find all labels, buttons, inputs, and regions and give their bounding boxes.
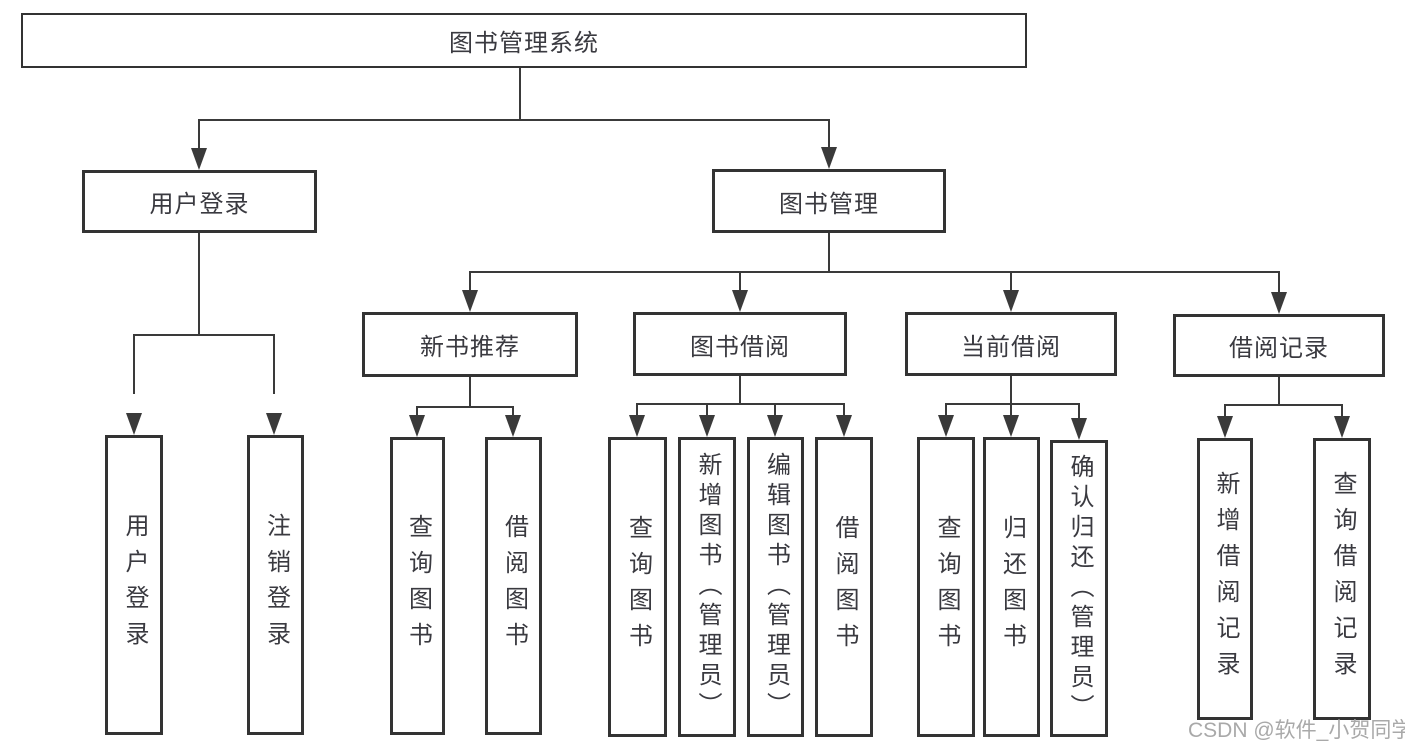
connector-arrow-shaft bbox=[1078, 403, 1080, 419]
connector-arrow-shaft bbox=[1341, 404, 1343, 418]
arrowhead-to-leaf-logout bbox=[266, 413, 282, 435]
arrowhead-to-edit-books-admin bbox=[767, 415, 783, 437]
node-new-book-recommend: 新书推荐 bbox=[362, 312, 578, 377]
arrowhead-to-current-borrow bbox=[1003, 290, 1019, 312]
arrowhead-to-book-borrow bbox=[732, 290, 748, 312]
node-book-borrow: 图书借阅 bbox=[633, 312, 847, 376]
connector-arrow-shaft bbox=[1010, 271, 1012, 291]
connector-book-management-stem bbox=[828, 233, 830, 272]
leaf-borrow-books-recommend: 借阅图书 bbox=[485, 437, 542, 735]
arrowhead-to-new-book-recommend bbox=[462, 290, 478, 312]
leaf-query-books-recommend: 查询图书 bbox=[390, 437, 445, 735]
connector-current-borrow-bus bbox=[945, 403, 1079, 405]
arrowhead-to-borrow-books bbox=[836, 415, 852, 437]
connector-arrow-shaft bbox=[416, 406, 418, 416]
arrowhead-to-borrow-books-recommend bbox=[505, 415, 521, 437]
arrowhead-to-query-borrow-record bbox=[1334, 416, 1350, 438]
connector-root-bus bbox=[199, 119, 830, 121]
arrowhead-to-query-books-recommend bbox=[409, 415, 425, 437]
leaf-borrow-books: 借阅图书 bbox=[815, 437, 873, 737]
leaf-confirm-return-admin: 确认归还（管理员） bbox=[1050, 440, 1108, 737]
leaf-query-borrow-record: 查询借阅记录 bbox=[1313, 438, 1371, 720]
connector-borrow-records-bus bbox=[1224, 404, 1342, 406]
node-book-management: 图书管理 bbox=[712, 169, 946, 233]
connector-arrow-shaft bbox=[469, 271, 471, 291]
connector-arrow-shaft bbox=[1010, 403, 1012, 416]
arrowhead-to-user-login bbox=[191, 148, 207, 170]
leaf-query-books-borrow: 查询图书 bbox=[608, 437, 667, 737]
connector-arrow-shaft bbox=[198, 119, 200, 151]
connector-arrow-shaft bbox=[828, 119, 830, 150]
leaf-return-books: 归还图书 bbox=[983, 437, 1040, 737]
leaf-user-login: 用户登录 bbox=[105, 435, 163, 735]
connector-arrow-shaft bbox=[1278, 271, 1280, 293]
connector-book-borrow-stem bbox=[739, 376, 741, 404]
connector-arrow-shaft bbox=[1224, 404, 1226, 418]
leaf-query-books-current: 查询图书 bbox=[917, 437, 975, 737]
connector-new-book-stem bbox=[469, 377, 471, 407]
arrowhead-to-return-books bbox=[1003, 415, 1019, 437]
connector-level2-bus bbox=[470, 271, 1280, 273]
connector-root-stem bbox=[519, 68, 521, 120]
leaf-logout: 注销登录 bbox=[247, 435, 304, 735]
connector-arrow-shaft bbox=[512, 406, 514, 416]
connector-arrow-shaft bbox=[843, 403, 845, 416]
connector-arrow-shaft bbox=[945, 403, 947, 416]
connector-borrow-records-stem bbox=[1278, 377, 1280, 405]
connector-arrow-shaft bbox=[706, 403, 708, 416]
arrowhead-to-book-management bbox=[821, 147, 837, 169]
node-user-login: 用户登录 bbox=[82, 170, 317, 233]
arrowhead-to-add-borrow-record bbox=[1217, 416, 1233, 438]
csdn-watermark: CSDN @软件_小贺同学 bbox=[1188, 719, 1405, 742]
node-borrow-records: 借阅记录 bbox=[1173, 314, 1385, 377]
connector-user-login-stem bbox=[198, 233, 200, 335]
arrowhead-to-query-books-current bbox=[938, 415, 954, 437]
node-current-borrow: 当前借阅 bbox=[905, 312, 1117, 376]
arrowhead-to-confirm-return-admin bbox=[1071, 418, 1087, 440]
connector-user-login-bus bbox=[133, 334, 275, 336]
connector-current-borrow-stem bbox=[1010, 376, 1012, 404]
connector-book-borrow-bus bbox=[636, 403, 845, 405]
connector-arrow-shaft bbox=[739, 271, 741, 291]
arrowhead-to-add-books-admin bbox=[699, 415, 715, 437]
leaf-add-borrow-record: 新增借阅记录 bbox=[1197, 438, 1253, 720]
connector-arrow-shaft bbox=[774, 403, 776, 416]
arrowhead-to-leaf-user-login bbox=[126, 413, 142, 435]
connector-arrow-shaft bbox=[273, 334, 275, 394]
node-root-library-system: 图书管理系统 bbox=[21, 13, 1027, 68]
arrowhead-to-query-books-borrow bbox=[629, 415, 645, 437]
connector-new-book-bus bbox=[416, 406, 514, 408]
arrowhead-to-borrow-records bbox=[1271, 292, 1287, 314]
leaf-edit-books-admin: 编辑图书（管理员） bbox=[747, 437, 804, 737]
connector-arrow-shaft bbox=[636, 403, 638, 416]
leaf-add-books-admin: 新增图书（管理员） bbox=[678, 437, 736, 737]
connector-arrow-shaft bbox=[133, 334, 135, 394]
